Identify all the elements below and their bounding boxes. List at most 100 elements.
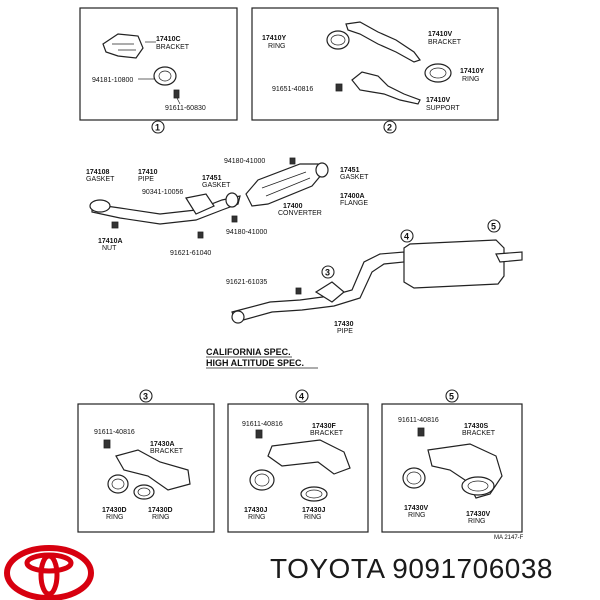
gasket2-number: 17451 xyxy=(202,175,222,182)
nut-bottom-number: 94180-41000 xyxy=(226,229,267,236)
nut-top-number: 94180-41000 xyxy=(224,158,265,165)
box4-ring1-number: 17430J xyxy=(244,507,267,514)
muffler-body xyxy=(403,239,505,289)
converter-17400 xyxy=(245,163,323,207)
clamp-part-number: 94181-10800 xyxy=(92,77,133,84)
flange-name: FLANGE xyxy=(340,200,368,207)
ring-17410y-upper xyxy=(326,30,350,50)
gasket3-number: 17451 xyxy=(340,167,360,174)
pipe-flange-shape xyxy=(185,193,215,215)
box5-ring2-number: 17430V xyxy=(466,511,490,518)
gasket3-name: GASKET xyxy=(340,174,369,181)
box-3-frame xyxy=(77,403,215,533)
ring-17410y-lower-inner xyxy=(429,67,447,79)
box-5-frame xyxy=(381,403,523,533)
bolt-91621-61040-shape xyxy=(197,231,204,239)
box5-ring1-shape xyxy=(402,467,426,489)
bracket-17410c-shape xyxy=(102,33,144,59)
box4-bolt-shape xyxy=(255,429,263,439)
converter-number: 17400 xyxy=(283,203,303,210)
box4-ring1-inner xyxy=(254,473,270,487)
callout-5-circle xyxy=(487,219,501,233)
box-2-frame xyxy=(251,7,499,121)
box3-ring1-shape xyxy=(107,474,129,494)
box3-ring2-shape xyxy=(133,484,155,500)
callout-3-circle xyxy=(321,265,335,279)
box4-ring1-name: RING xyxy=(248,514,266,521)
box4-bolt-number: 91611-40816 xyxy=(242,421,283,428)
detail-box-3: 3 91611-40816 17430A BRACKET 17430D RING… xyxy=(77,389,215,533)
support1-part-number: 17410V xyxy=(428,31,452,38)
leader-bolt xyxy=(176,97,181,105)
box4-ring1-shape xyxy=(249,469,275,491)
support-17410v-lower xyxy=(351,71,421,105)
box3-ring1-name: RING xyxy=(106,514,124,521)
box3-bracket-name: BRACKET xyxy=(150,448,184,455)
box-1-frame xyxy=(79,7,238,121)
bolt-91651-number: 91651-40816 xyxy=(272,86,313,93)
detail-box-5: 5 91611-40816 17430S BRACKET 17430V RING… xyxy=(381,389,523,533)
gasket-174108-shape xyxy=(89,199,111,213)
box-1-number: 1 xyxy=(155,123,160,133)
gasket-17451-right xyxy=(315,162,329,178)
box-5-number: 5 xyxy=(449,392,454,402)
box4-ring2-shape xyxy=(300,486,328,502)
nut-17410a-shape xyxy=(111,221,119,229)
nut-top-shape xyxy=(289,157,296,165)
clamp-ring-shape xyxy=(153,66,177,86)
bolt3-number: 91621-61035 xyxy=(226,279,267,286)
box5-ring1-number: 17430V xyxy=(404,505,428,512)
box-1-callout-circle xyxy=(151,120,165,134)
ring2-part-name: RING xyxy=(462,76,480,83)
callout-4-circle xyxy=(400,229,414,243)
gasket1-name: GASKET xyxy=(86,176,115,183)
box4-ring2-number: 17430J xyxy=(302,507,325,514)
gasket2-name: GASKET xyxy=(202,182,231,189)
box3-bracket-number: 17430A xyxy=(150,441,175,448)
detail-box-4: 4 91611-40816 17430F BRACKET 17430J RING… xyxy=(227,389,369,533)
box-4-number: 4 xyxy=(299,392,304,402)
box4-ring2-inner xyxy=(305,489,323,499)
nut-number: 17410A xyxy=(98,238,123,245)
box-3-number: 3 xyxy=(143,392,148,402)
box4-ring2-name: RING xyxy=(304,514,322,521)
box4-bracket-number: 17430F xyxy=(312,423,336,430)
bolt-91651-shape xyxy=(335,83,343,92)
bolt-91611-shape xyxy=(173,89,180,99)
box-2-callout-circle xyxy=(383,120,397,134)
support2-part-name: SUPPORT xyxy=(426,105,460,112)
box-4-frame xyxy=(227,403,369,533)
tail-pipe-inlet xyxy=(231,310,245,324)
box4-bracket-name: BRACKET xyxy=(310,430,344,437)
nut-bottom-shape xyxy=(231,215,238,223)
flange-number: 17400A xyxy=(340,193,365,200)
nut-name: NUT xyxy=(102,245,117,252)
box5-ring2-shape xyxy=(461,476,495,496)
box3-ring1-number: 17430D xyxy=(102,507,127,514)
callout-4-number: 4 xyxy=(404,232,409,242)
box5-ring2-name: RING xyxy=(468,518,486,525)
support1-part-name: BRACKET xyxy=(428,39,462,46)
box3-ring1-inner xyxy=(111,478,125,490)
box5-bolt-number: 91611-40816 xyxy=(398,417,439,424)
box3-ring2-number: 17430D xyxy=(148,507,173,514)
detail-box-1: 17410C BRACKET 94181-10800 91611-60830 1 xyxy=(79,7,238,134)
tail-pipe-name: PIPE xyxy=(337,328,353,335)
ring-17410y-upper-inner xyxy=(330,34,346,46)
box3-ring2-inner xyxy=(137,487,151,497)
converter-name: CONVERTER xyxy=(278,210,322,217)
box5-bracket-number: 17430S xyxy=(464,423,488,430)
bolt-part-number: 91611-60830 xyxy=(165,105,206,112)
tail-pipe-17430 xyxy=(231,251,405,323)
box5-ring2-inner xyxy=(467,480,489,492)
figure-code: MA 2147-F xyxy=(494,535,524,541)
ring-17410y-lower xyxy=(424,63,452,83)
pipe-number: 17410 xyxy=(138,169,158,176)
ring2-part-number: 17410Y xyxy=(460,68,484,75)
bracket-17410c-number: 17410C xyxy=(156,36,181,43)
box-5-callout-circle xyxy=(445,389,459,403)
spec-line-high-altitude: HIGH ALTITUDE SPEC. xyxy=(206,358,304,368)
bracket-17410c-name: BRACKET xyxy=(156,44,190,51)
front-pipe-17410 xyxy=(91,195,241,225)
